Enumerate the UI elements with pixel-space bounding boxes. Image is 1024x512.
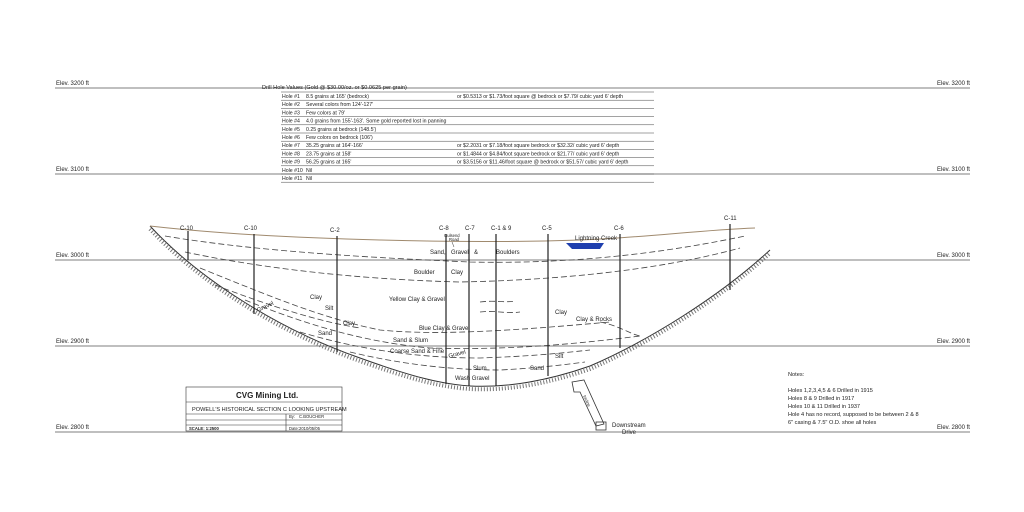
drill-table-desc: Few colors on bedrock (106')	[306, 135, 373, 141]
layer-sand-gravel-a: Sand,	[430, 250, 446, 256]
layer-clay-3: Clay	[451, 270, 463, 276]
notes-line-5: 6" casing & 7.5" O.D. shoe all holes	[788, 420, 876, 426]
title-block-by-label: By:	[289, 414, 295, 419]
title-block-company: CVG Mining Ltd.	[236, 391, 298, 400]
layer-coarse-sand-fine: Coarse Sand & Fine	[390, 349, 445, 355]
lightning-creek-water	[566, 243, 604, 249]
hole-label-c8: C-8	[439, 226, 449, 232]
hole-label-c1-9: C-1 & 9	[491, 226, 512, 232]
drill-table-value: or $3.5156 or $11.46/foot square @ bedro…	[457, 160, 629, 166]
road-marker-arrow	[451, 241, 455, 248]
drill-table-hole: Hole #1	[282, 94, 300, 100]
elev-label-3200-right: Elev. 3200 ft	[937, 81, 970, 87]
drill-table-hole: Hole #5	[282, 127, 300, 133]
title-block	[185, 386, 343, 432]
strata-contacts	[164, 235, 746, 371]
drill-hole-table: Drill Hole Values (Gold @ $30.00/oz. or …	[262, 85, 654, 183]
elev-label-3100-right: Elev. 3100 ft	[937, 167, 970, 173]
hole-label-c5: C-5	[542, 226, 552, 232]
layer-sand-gravel-c: &	[474, 250, 478, 256]
elev-label-2900-right: Elev. 2900 ft	[937, 339, 970, 345]
bedrock-profile	[148, 225, 772, 392]
layer-sand-slum: Sand & Slum	[393, 338, 428, 344]
drill-table-value: or $2.2031 or $7.18/foot square bedrock …	[457, 143, 619, 149]
road-label-line1: Gulsend	[444, 233, 460, 238]
elev-label-2800-left: Elev. 2800 ft	[56, 425, 89, 431]
drill-table-desc: Few colors at 79'	[306, 110, 345, 116]
road-label-line2: Road	[449, 237, 460, 242]
hole-label-c2: C-2	[330, 228, 340, 234]
lightning-creek-label: Lightning Creek	[575, 236, 618, 242]
hole-label-c6: C-6	[614, 226, 624, 232]
elev-label-3000-right: Elev. 3000 ft	[937, 253, 970, 259]
drill-hole-lines	[187, 224, 731, 386]
drill-table-desc: 56.25 grains at 165'	[306, 160, 351, 166]
elevation-grid	[55, 87, 970, 433]
notes-line-3: Holes 10 & 11 Drilled in 1937	[788, 404, 860, 410]
layer-clay-right: Clay	[555, 310, 567, 316]
hole-label-c11: C-11	[724, 216, 737, 222]
layer-clay-2: Clay	[343, 321, 355, 327]
drill-table-desc: 4.0 grains from 155'-163'. Some gold rep…	[306, 119, 447, 125]
drill-table-desc: 35.25 grains at 164'-166'	[306, 143, 363, 149]
drill-table-hole: Hole #7	[282, 143, 300, 149]
layer-boulder: Boulder	[414, 270, 435, 276]
drill-table-hole: Hole #11	[282, 176, 302, 182]
drill-table-desc: 0.25 grains at bedrock (148.5')	[306, 127, 376, 133]
hole-label-c7: C-7	[465, 226, 475, 232]
downstream-drive-line1: Downstream	[612, 423, 646, 429]
drill-table-hole: Hole #3	[282, 110, 300, 116]
notes-line-1: Holes 1,2,3,4,5 & 6 Drilled in 1915	[788, 388, 873, 394]
layer-sand-gravel-b: Gravel	[451, 250, 469, 256]
elev-label-3200-left: Elev. 3200 ft	[56, 81, 89, 87]
downstream-drive-line2: Drive	[622, 430, 637, 436]
layer-yellow-clay-gravel: Yellow Clay & Gravel	[389, 297, 445, 303]
drill-table-desc: Nil	[306, 176, 312, 182]
drill-table-desc: Nil	[306, 168, 312, 174]
notes-title: Notes:	[788, 372, 805, 378]
drill-table-hole: Hole #9	[282, 160, 300, 166]
layer-blue-clay-gravel: Blue Clay & Gravel	[419, 326, 470, 332]
drill-table-hole: Hole #10	[282, 168, 303, 174]
notes-line-4: Hole 4 has no record, supposed to be bet…	[788, 412, 919, 418]
drill-table-hole: Hole #4	[282, 119, 300, 125]
layer-silt-1: Silt	[325, 306, 334, 312]
notes-line-2: Holes 8 & 9 Drilled in 1917	[788, 396, 854, 402]
layer-gravel-left: Gravel	[256, 301, 275, 314]
title-block-date-value: 2010/05/05	[299, 426, 321, 431]
layer-slum: Slum	[473, 366, 487, 372]
drill-table-hole: Hole #8	[282, 151, 300, 157]
hole-label-c10-right: C-10	[244, 226, 258, 232]
layer-wash-gravel: Wash Gravel	[455, 376, 489, 382]
drill-table-desc: 23.75 grains at 158'	[306, 151, 351, 157]
title-block-date-label: Date:	[289, 426, 299, 431]
elev-label-2900-left: Elev. 2900 ft	[56, 339, 89, 345]
layer-sand-right: Sand	[530, 366, 544, 372]
elev-label-3000-left: Elev. 3000 ft	[56, 253, 89, 259]
title-block-by-value: C.BOUCHER	[299, 414, 324, 419]
hole-label-c10-left: C-10	[180, 226, 194, 232]
drill-table-value: or $0.5313 or $1.73/foot square @ bedroc…	[457, 94, 623, 100]
layer-sand-gravel-d: Boulders	[496, 250, 520, 256]
layer-silt-right: Silt	[555, 354, 564, 360]
title-block-section: POWELL'S HISTORICAL SECTION C LOOKING UP…	[192, 407, 347, 413]
layer-clay-1: Clay	[310, 295, 322, 301]
layer-sand-1: Sand	[318, 331, 332, 337]
drill-table-hole: Hole #2	[282, 102, 300, 108]
incline-shaft	[571, 379, 607, 431]
drill-table-value: or $1.4844 or $4.84/foot square bedrock …	[457, 151, 619, 157]
layer-gravel-center: Gravel	[448, 350, 467, 360]
incline-label: Incline	[582, 394, 592, 408]
drill-table-hole: Hole #6	[282, 135, 300, 141]
elev-label-3100-left: Elev. 3100 ft	[56, 167, 89, 173]
drill-table-desc: Several colors from 124'-127'	[306, 102, 373, 108]
layer-clay-rocks: Clay & Rocks	[576, 317, 612, 323]
elev-label-2800-right: Elev. 2800 ft	[937, 425, 970, 431]
title-block-scale: SCALE: 1:2500	[189, 426, 219, 431]
drill-table-title: Drill Hole Values (Gold @ $30.00/oz. or …	[262, 85, 407, 91]
drill-table-desc: 8.5 grains at 165' (bedrock)	[306, 94, 369, 100]
